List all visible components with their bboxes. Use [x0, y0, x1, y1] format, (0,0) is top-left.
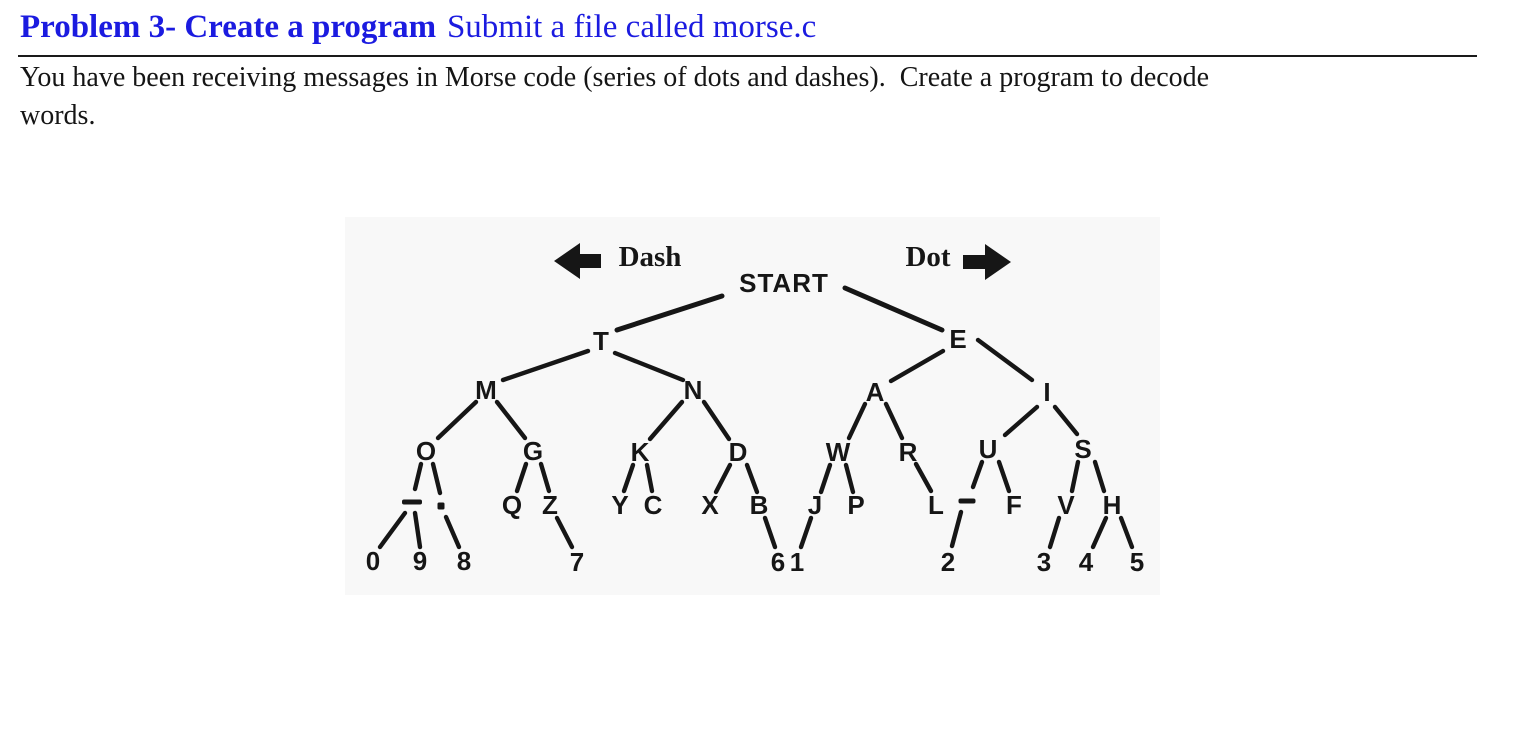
tree-node-5: 5 [1130, 547, 1144, 577]
tree-edge-N-D [701, 399, 732, 442]
tree-node-2: 2 [941, 547, 955, 577]
tree-edge-K-C [644, 462, 655, 494]
tree-node-F: F [1006, 490, 1022, 520]
description-line-1: You have been receiving messages in Mors… [20, 62, 1210, 93]
tree-edge-O-dot [430, 461, 443, 496]
tree-edge-Z-7 [554, 515, 575, 550]
tree-edge-I-U [1002, 404, 1040, 438]
tree-node-B: B [750, 490, 769, 520]
tree-edge-E-A [888, 348, 946, 384]
tree-edge-dash-2 [949, 509, 964, 549]
tree-edges [377, 285, 1135, 550]
tree-node-E: E [949, 324, 966, 354]
tree-edge-O-dash [412, 461, 424, 492]
tree-node-Q: Q [502, 490, 522, 520]
tree-edge-G-Q [514, 461, 529, 494]
tree-edge-I-S [1052, 404, 1080, 437]
tree-node-7: 7 [570, 547, 584, 577]
tree-node-N: N [684, 375, 703, 405]
dot-legend-label: Dot [905, 241, 950, 273]
problem-title-bold: Problem 3- Create a program [20, 9, 437, 45]
tree-node-6: 6 [771, 547, 785, 577]
tree-node-W: W [826, 437, 851, 467]
tree-edge-E-I [975, 337, 1035, 383]
tree-node-J: J [808, 490, 822, 520]
tree-edge-S-V [1069, 459, 1081, 494]
tree-node-1: 1 [790, 547, 804, 577]
description-line-2: words. [20, 100, 96, 131]
tree-node-M: M [475, 375, 497, 405]
tree-node-4: 4 [1079, 547, 1094, 577]
tree-node-dash-after-U [958, 498, 976, 504]
tree-edge-A-W [846, 401, 868, 441]
tree-edge-R-L [913, 461, 934, 494]
tree-edge-U-dash [970, 459, 985, 490]
tree-edge-H-5 [1118, 515, 1135, 550]
tree-edge-M-G [494, 399, 528, 441]
tree-node-I: I [1043, 377, 1050, 407]
tree-node-T: T [593, 326, 609, 356]
tree-node-K: K [631, 437, 650, 467]
tree-edge-S-H [1092, 459, 1107, 494]
tree-edge-T-N [612, 350, 686, 383]
tree-node-D: D [729, 437, 748, 467]
title-rule [18, 55, 1477, 57]
tree-node-0: 0 [366, 546, 380, 576]
tree-node-U: U [979, 434, 998, 464]
tree-node-Z: Z [542, 490, 558, 520]
tree-edge-A-R [883, 401, 905, 441]
problem-title-subtitle: Submit a file called morse.c [446, 9, 817, 45]
tree-node-P: P [847, 490, 864, 520]
tree-edge-U-F [996, 459, 1012, 494]
tree-node-G: G [523, 436, 543, 466]
tree-node-L: L [928, 490, 944, 520]
tree-node-3: 3 [1037, 547, 1051, 577]
tree-edge-T-M [500, 348, 591, 383]
tree-node-X: X [701, 490, 719, 520]
tree-node-H: H [1103, 490, 1122, 520]
tree-edge-START-E [842, 285, 945, 333]
tree-edge-J-1 [798, 515, 814, 550]
tree-node-Y: Y [611, 490, 628, 520]
tree-node-8: 8 [457, 546, 471, 576]
tree-node-C: C [644, 490, 663, 520]
tree-node-S: S [1074, 434, 1091, 464]
tree-edge-dot-8 [443, 514, 462, 550]
tree-node-dash-after-O [402, 499, 422, 505]
tree-edge-D-X [713, 462, 733, 495]
tree-node-A: A [866, 377, 885, 407]
tree-edge-N-K [647, 399, 685, 442]
tree-node-O: O [416, 436, 436, 466]
dash-arrow-icon [554, 243, 601, 279]
tree-node-START: START [739, 268, 829, 298]
tree-node-R: R [899, 437, 918, 467]
tree-edge-V-3 [1047, 515, 1062, 550]
tree-edge-W-P [843, 462, 856, 495]
tree-node-9: 9 [413, 546, 427, 576]
tree-edge-W-J [818, 462, 833, 495]
dash-legend-label: Dash [619, 241, 682, 273]
tree-node-dot-after-O [437, 502, 445, 510]
tree-edge-H-4 [1090, 515, 1109, 550]
dot-arrow-icon [963, 244, 1011, 280]
tree-edge-M-O [435, 399, 479, 441]
tree-edge-G-Z [538, 461, 552, 494]
tree-edge-START-T [614, 293, 725, 333]
problem-description: You have been receiving messages in Mors… [20, 59, 1209, 135]
tree-edge-K-Y [621, 462, 636, 494]
tree-edge-B-6 [762, 515, 778, 550]
tree-edge-dash-0 [377, 510, 408, 550]
tree-edge-D-B [744, 462, 760, 495]
tree-node-V: V [1057, 490, 1075, 520]
tree-edge-dash-9 [412, 510, 423, 550]
